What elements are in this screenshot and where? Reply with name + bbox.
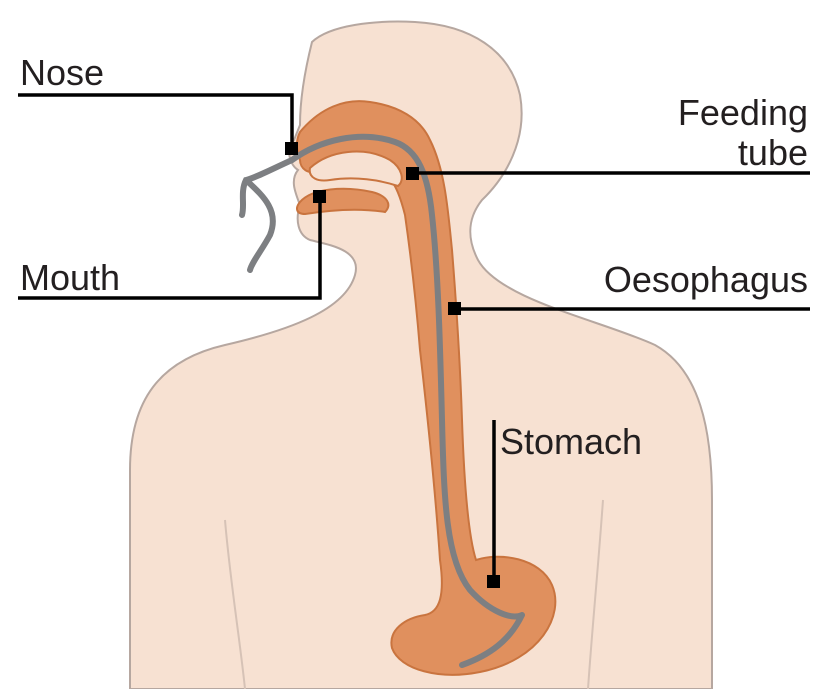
label-oesophagus: Oesophagus xyxy=(604,259,808,300)
label-stomach: Stomach xyxy=(500,421,642,462)
label-feeding-tube-line2: tube xyxy=(738,132,808,173)
leader-nose xyxy=(18,95,298,155)
label-mouth: Mouth xyxy=(20,257,120,298)
feeding-tube-external xyxy=(242,160,292,270)
label-nose: Nose xyxy=(20,52,104,93)
label-feeding-tube-line1: Feeding xyxy=(678,92,808,133)
